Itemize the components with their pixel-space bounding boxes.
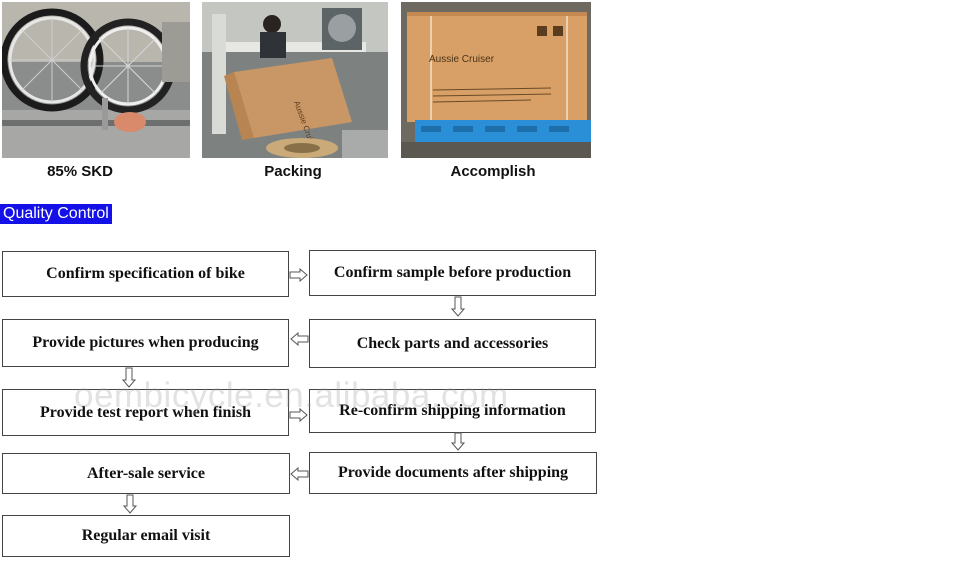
photo-packing: Aussie Cruiser: [202, 2, 388, 158]
step-confirm-sample: Confirm sample before production: [309, 250, 596, 296]
arrow-right-icon: [289, 268, 308, 282]
arrow-down-icon: [122, 367, 136, 388]
step-provide-test-report: Provide test report when finish: [2, 389, 289, 436]
arrow-left-icon: [290, 332, 309, 346]
step-regular-email-visit: Regular email visit: [2, 515, 290, 557]
step-provide-documents: Provide documents after shipping: [309, 452, 597, 494]
photo-caption-accomplish: Accomplish: [450, 163, 536, 180]
bicycle-wheels-photo: [2, 2, 190, 158]
photo-skd-wheels: [2, 2, 190, 158]
photo-caption-packing: Packing: [264, 163, 322, 180]
arrow-down-icon: [123, 494, 137, 514]
arrow-down-icon: [451, 432, 465, 451]
photo-accomplish: Aussie Cruiser: [401, 2, 591, 158]
packing-line-photo: Aussie Cruiser: [202, 2, 388, 158]
arrow-right-icon: [289, 408, 308, 422]
carton-label: Aussie Cruiser: [429, 54, 495, 65]
step-confirm-specification: Confirm specification of bike: [2, 251, 289, 297]
section-title-quality-control: Quality Control: [0, 204, 112, 224]
step-provide-pictures: Provide pictures when producing: [2, 319, 289, 367]
step-check-parts: Check parts and accessories: [309, 319, 596, 368]
photo-caption-skd: 85% SKD: [47, 163, 113, 180]
step-after-sale-service: After-sale service: [2, 453, 290, 494]
arrow-down-icon: [451, 296, 465, 317]
step-reconfirm-shipping: Re-confirm shipping information: [309, 389, 596, 433]
carton-photo: Aussie Cruiser: [401, 2, 591, 158]
arrow-left-icon: [290, 467, 309, 481]
